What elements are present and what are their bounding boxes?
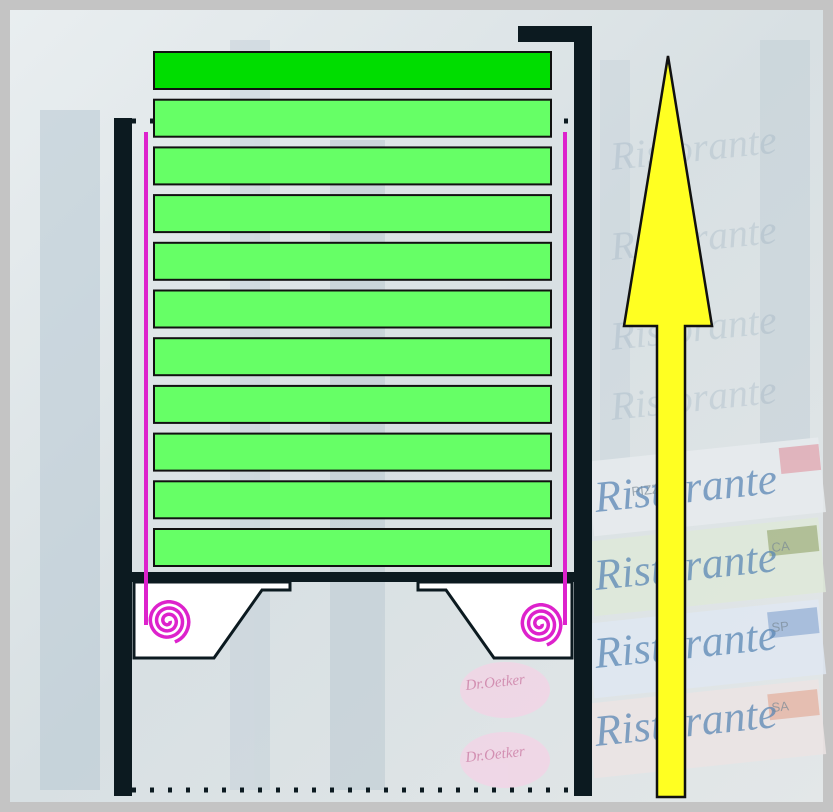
shelf	[154, 481, 551, 518]
shelf	[154, 434, 551, 471]
shelf	[154, 147, 551, 184]
shelf-stack	[154, 52, 551, 566]
background-flavour-label: SP	[771, 618, 790, 635]
frame-left-post	[114, 118, 132, 796]
shelf	[154, 338, 551, 375]
background-flavour-label: CA	[771, 538, 791, 555]
shelf	[154, 195, 551, 232]
shelf	[154, 243, 551, 280]
shelf	[154, 100, 551, 137]
shelf	[154, 386, 551, 423]
shelf-lifted	[154, 52, 551, 89]
frame-right-post	[574, 26, 592, 796]
shelf	[154, 291, 551, 328]
shelf	[154, 529, 551, 566]
frame-top-hook	[518, 26, 592, 42]
background-flavour-label: SA	[771, 698, 790, 715]
